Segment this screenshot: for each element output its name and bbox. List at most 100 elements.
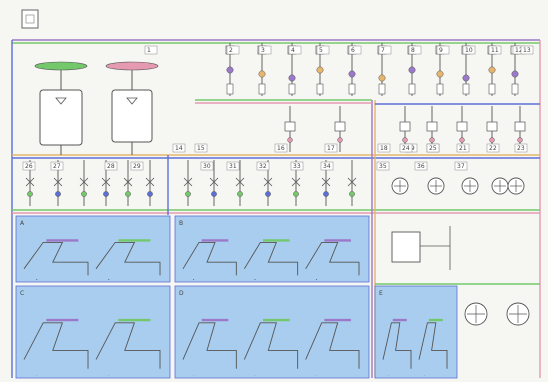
svg-text:14: 14 [175, 145, 183, 152]
svg-text:16: 16 [277, 145, 285, 152]
panel-mid-upper: B [174, 215, 370, 283]
machine-outline [95, 241, 161, 276]
svg-text:25: 25 [429, 145, 437, 152]
pump-units [391, 177, 530, 326]
svg-text:24: 24 [402, 145, 410, 152]
station-label: 3 [258, 45, 272, 55]
station-label: 31 [226, 161, 240, 171]
machine-outline [305, 241, 360, 276]
panel-mid-lower: D [174, 285, 370, 379]
svg-text:4: 4 [291, 47, 295, 54]
station-label: 34 [320, 161, 334, 171]
tank [34, 61, 88, 155]
svg-text:17: 17 [327, 145, 335, 152]
station-label: 27 [50, 161, 64, 171]
svg-text:30: 30 [203, 163, 211, 170]
valve-assembly [79, 160, 89, 206]
station-label: 13 [520, 45, 534, 55]
svg-text:10: 10 [465, 47, 473, 54]
valve-assembly [321, 160, 331, 206]
valve-assembly [347, 160, 357, 206]
pump-icon [491, 177, 509, 195]
machine-outline [182, 322, 237, 369]
tank-inlet-header [34, 61, 88, 71]
svg-text:1: 1 [147, 47, 151, 54]
svg-text:33: 33 [293, 163, 301, 170]
panel-label: E [379, 290, 383, 297]
valve-assemblies [25, 43, 526, 206]
valve-assembly [284, 106, 296, 152]
svg-text:27: 27 [53, 163, 61, 170]
station-label: 28 [104, 161, 118, 171]
svg-text:6: 6 [351, 47, 355, 54]
svg-text:36: 36 [417, 163, 425, 170]
valve-assembly [183, 160, 193, 206]
svg-text:12: 12 [515, 47, 523, 54]
equipment-box [391, 226, 451, 270]
blue-panels: A B C D E [15, 215, 458, 379]
pump-icon [461, 177, 479, 195]
pump-icon [391, 177, 409, 195]
svg-text:2: 2 [229, 47, 233, 54]
pump-icon [464, 302, 488, 326]
station-labels: 1234567891011121314151617181920212223242… [22, 45, 534, 171]
svg-text:8: 8 [411, 47, 415, 54]
station-label: 10 [462, 45, 476, 55]
machine-outline [418, 322, 448, 369]
station-label: 35 [376, 161, 390, 171]
machine-outline [23, 241, 89, 276]
svg-text:35: 35 [379, 163, 387, 170]
svg-text:22: 22 [489, 145, 497, 152]
panel-label: C [20, 290, 24, 297]
station-label: 16 [274, 143, 288, 153]
svg-text:18: 18 [380, 145, 388, 152]
valve-assembly [334, 106, 346, 152]
station-label: 11 [488, 45, 502, 55]
station-label: 17 [324, 143, 338, 153]
diagram-page-icon [21, 9, 39, 29]
panel-label: D [179, 290, 184, 297]
valve-assembly [235, 160, 245, 206]
station-label: 1 [144, 45, 158, 55]
svg-text:28: 28 [107, 163, 115, 170]
station-label: 9 [436, 45, 450, 55]
station-label: 21 [456, 143, 470, 153]
panel-label: B [179, 220, 183, 227]
station-label: 30 [200, 161, 214, 171]
station-label: 14 [172, 143, 186, 153]
pump-icon [507, 177, 525, 195]
valve-assembly [209, 160, 219, 206]
machine-outline [305, 322, 360, 369]
svg-text:9: 9 [439, 47, 443, 54]
machine-outline [182, 241, 237, 276]
station-label: 32 [256, 161, 270, 171]
station-label: 15 [194, 143, 208, 153]
machine-outline [382, 322, 412, 369]
station-label: 33 [290, 161, 304, 171]
svg-text:29: 29 [133, 163, 141, 170]
panel-left-lower: C [15, 285, 171, 379]
station-label: 29 [130, 161, 144, 171]
station-label: 5 [316, 45, 330, 55]
svg-text:23: 23 [517, 145, 525, 152]
panel-label: A [20, 220, 25, 227]
station-label: 25 [426, 143, 440, 153]
machine-outline [243, 241, 299, 276]
svg-text:7: 7 [381, 47, 385, 54]
tank-inlet-header [105, 61, 159, 71]
station-label: 6 [348, 45, 362, 55]
panel-right-lower: E [374, 285, 458, 379]
svg-text:32: 32 [259, 163, 267, 170]
svg-text:11: 11 [491, 47, 499, 54]
station-label: 18 [377, 143, 391, 153]
pump-icon [506, 302, 530, 326]
svg-text:13: 13 [523, 47, 531, 54]
station-label: 4 [288, 45, 302, 55]
station-label: 8 [408, 45, 422, 55]
valve-assembly [123, 160, 133, 206]
pump-icon [427, 177, 445, 195]
station-label: 24 [399, 143, 413, 153]
station-label: 7 [378, 45, 392, 55]
